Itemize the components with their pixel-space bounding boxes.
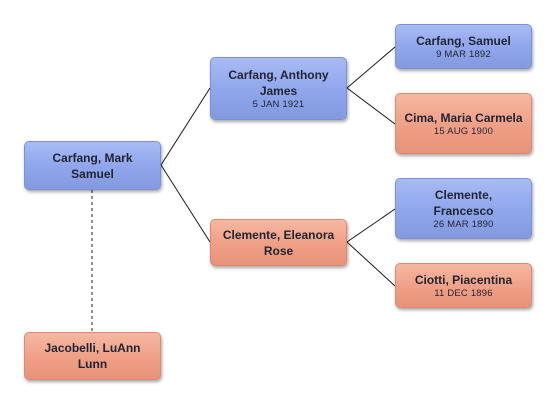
- person-name: Jacobelli, LuAnn Lunn: [44, 341, 141, 371]
- person-birth-date: 26 MAR 1890: [433, 218, 494, 230]
- person-birth-date: 15 AUG 1900: [433, 125, 494, 137]
- person-card-mother[interactable]: Clemente, Eleanora Rose: [210, 219, 347, 266]
- connector-father-paternal-grandmother: [346, 87, 396, 125]
- connector-root-father: [160, 87, 211, 166]
- connector-mother-maternal-grandmother: [346, 241, 396, 287]
- person-card-paternal-grandfather[interactable]: Carfang, Samuel 9 MAR 1892: [395, 24, 532, 69]
- person-name: Carfang, Anthony James: [228, 67, 329, 98]
- connector-root-mother: [160, 164, 211, 243]
- person-name: Carfang, Mark Samuel: [52, 150, 133, 181]
- person-card-maternal-grandmother[interactable]: Ciotti, Piacentina 11 DEC 1896: [395, 263, 532, 308]
- person-card-root[interactable]: Carfang, Mark Samuel: [24, 141, 161, 190]
- person-birth-date: 11 DEC 1896: [434, 287, 493, 299]
- person-name: Ciotti, Piacentina: [414, 272, 513, 287]
- person-name: Cima, Maria Carmela: [404, 110, 523, 125]
- connector-father-paternal-grandfather: [346, 46, 396, 89]
- person-card-paternal-grandmother[interactable]: Cima, Maria Carmela 15 AUG 1900: [395, 93, 532, 154]
- connector-mother-maternal-grandfather: [346, 208, 396, 243]
- person-card-spouse[interactable]: Jacobelli, LuAnn Lunn: [24, 332, 161, 380]
- person-card-maternal-grandfather[interactable]: Clemente, Francesco 26 MAR 1890: [395, 178, 532, 239]
- person-birth-date: 5 JAN 1921: [252, 98, 305, 110]
- person-name: Clemente, Francesco: [433, 187, 494, 218]
- person-card-father[interactable]: Carfang, Anthony James 5 JAN 1921: [210, 57, 347, 120]
- person-name: Carfang, Samuel: [416, 33, 511, 48]
- person-name: Clemente, Eleanora Rose: [222, 227, 335, 258]
- person-birth-date: 9 MAR 1892: [436, 48, 491, 60]
